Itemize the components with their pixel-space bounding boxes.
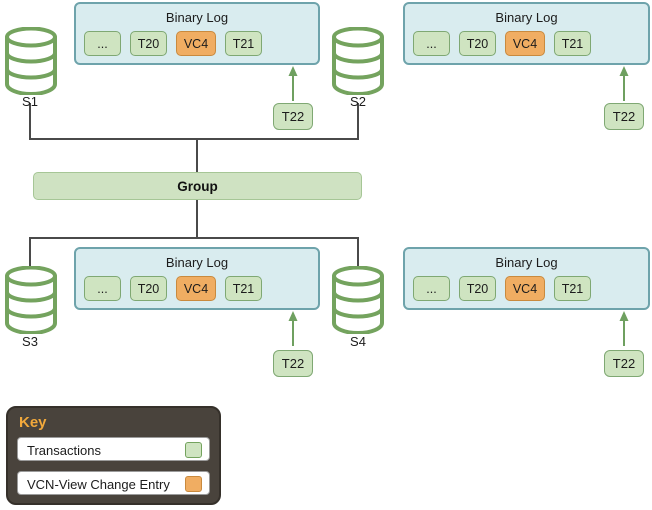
log-entry-view-change: VC4: [505, 31, 545, 56]
log-entry: T21: [554, 276, 591, 301]
binary-log-panel: Binary Log ... T20 VC4 T21: [403, 2, 650, 65]
binary-log-panel: Binary Log ... T20 VC4 T21: [403, 247, 650, 310]
server-label: S4: [350, 334, 366, 349]
server-label: S2: [350, 94, 366, 109]
log-entry: ...: [413, 276, 450, 301]
server-label: S1: [22, 94, 38, 109]
transaction-swatch-icon: [185, 441, 202, 458]
log-entry: T21: [225, 276, 262, 301]
view-change-swatch-icon: [185, 475, 202, 492]
connector-line: [196, 140, 198, 172]
connector-line: [357, 103, 359, 139]
server-label: S3: [22, 334, 38, 349]
log-entry: ...: [84, 276, 121, 301]
pending-transaction: T22: [273, 350, 313, 377]
log-entry: T21: [554, 31, 591, 56]
connector-line: [29, 237, 359, 239]
binary-log-title: Binary Log: [495, 10, 558, 25]
connector-line: [196, 200, 198, 237]
log-entry-row: ... T20 VC4 T21: [413, 276, 591, 301]
log-entry-row: ... T20 VC4 T21: [84, 31, 262, 56]
binary-log-title: Binary Log: [495, 255, 558, 270]
log-entry-row: ... T20 VC4 T21: [413, 31, 591, 56]
log-entry: ...: [413, 31, 450, 56]
database-icon: [332, 27, 384, 95]
log-entry-view-change: VC4: [176, 31, 216, 56]
database-icon: [5, 27, 57, 95]
log-entry-view-change: VC4: [505, 276, 545, 301]
binary-log-title: Binary Log: [165, 10, 229, 25]
key-row-label: Transactions: [27, 442, 101, 458]
key-row-label: VCN-View Change Entry: [27, 476, 170, 492]
log-entry: ...: [84, 31, 121, 56]
pending-transaction: T22: [604, 350, 644, 377]
binary-log-title: Binary Log: [165, 255, 229, 270]
arrow-up-icon: [288, 66, 298, 101]
log-entry: T20: [130, 276, 167, 301]
pending-transaction: T22: [604, 103, 644, 130]
log-entry: T21: [225, 31, 262, 56]
key-title: Key: [19, 414, 47, 431]
binary-log-panel: Binary Log ... T20 VC4 T21: [74, 247, 320, 310]
connector-line: [357, 239, 359, 266]
arrow-up-icon: [288, 311, 298, 346]
connector-line: [29, 103, 31, 139]
key-row-view-change: VCN-View Change Entry: [17, 471, 210, 495]
key-panel: Key Transactions VCN-View Change Entry: [6, 406, 221, 505]
key-row-transactions: Transactions: [17, 437, 210, 461]
pending-transaction: T22: [273, 103, 313, 130]
log-entry-view-change: VC4: [176, 276, 216, 301]
log-entry: T20: [459, 276, 496, 301]
connector-line: [29, 138, 359, 140]
log-entry: T20: [459, 31, 496, 56]
log-entry-row: ... T20 VC4 T21: [84, 276, 262, 301]
connector-line: [29, 239, 31, 266]
binary-log-panel: Binary Log ... T20 VC4 T21: [74, 2, 320, 65]
log-entry: T20: [130, 31, 167, 56]
database-icon: [332, 266, 384, 334]
database-icon: [5, 266, 57, 334]
group-box: Group: [33, 172, 362, 200]
arrow-up-icon: [619, 311, 629, 346]
arrow-up-icon: [619, 66, 629, 101]
